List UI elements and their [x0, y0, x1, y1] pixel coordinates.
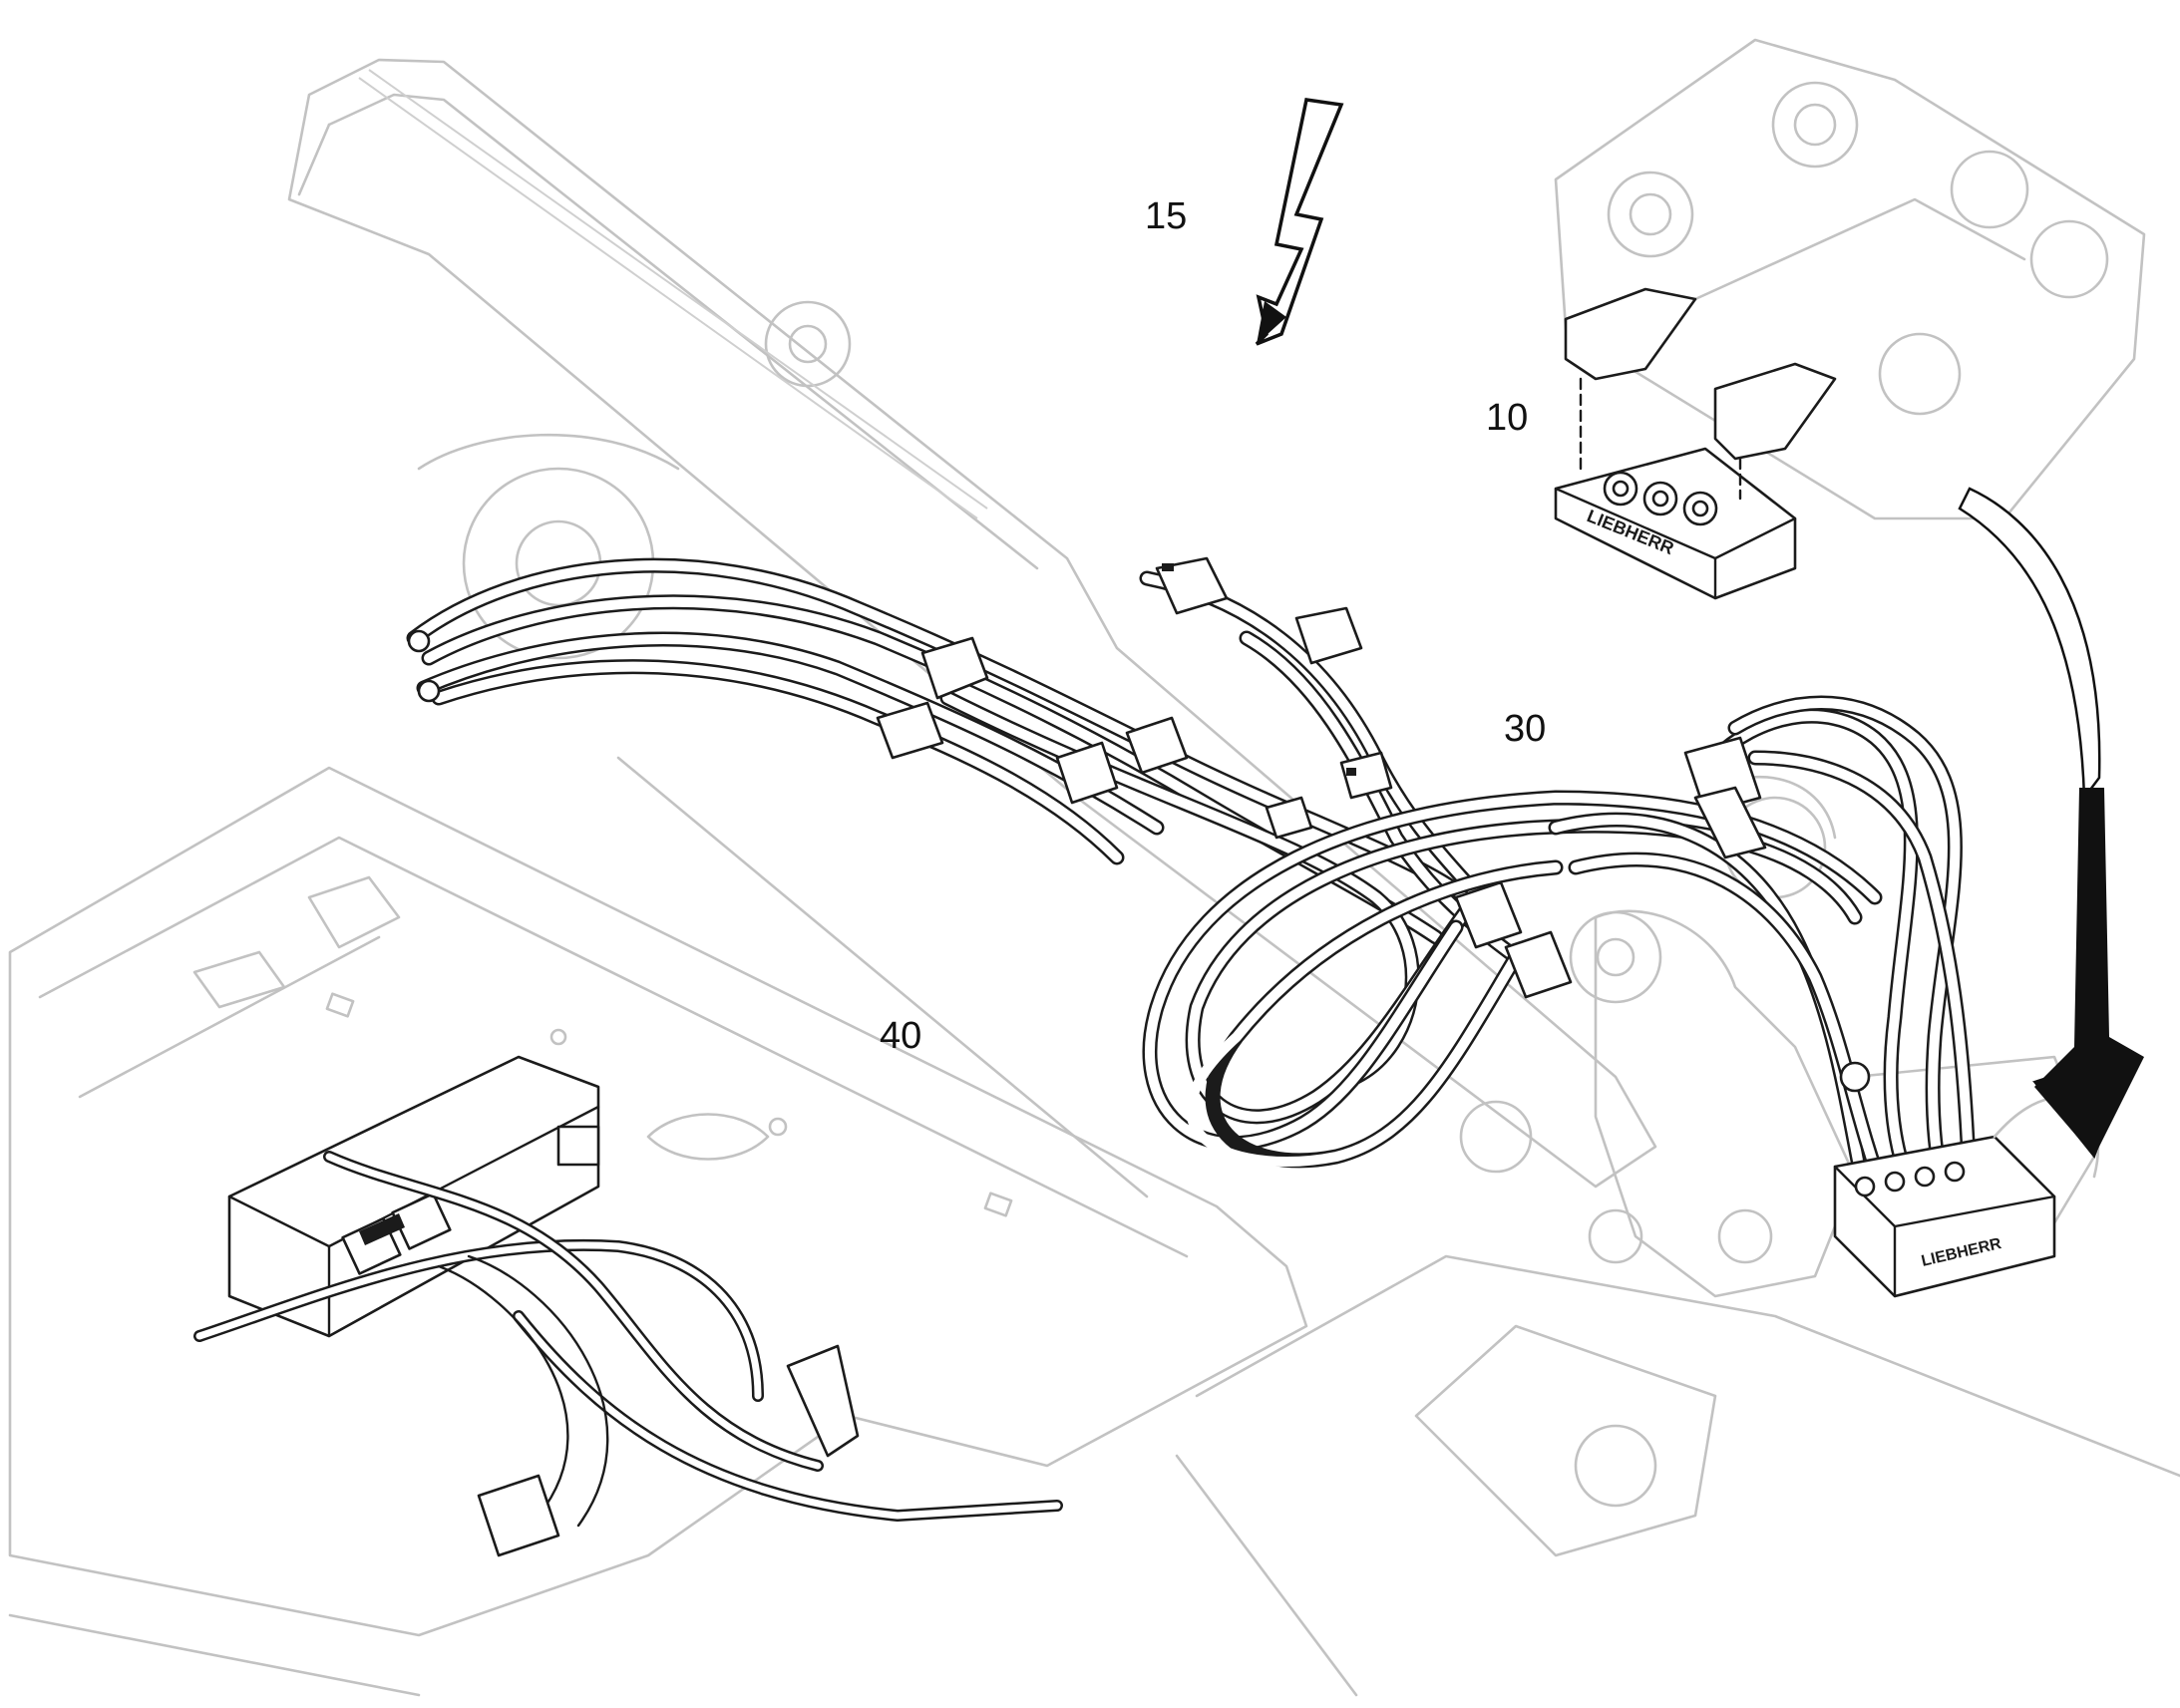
tilt-rotator-coupler: LIEBHERR — [1833, 1096, 2100, 1298]
ghosted-quick-coupler — [1554, 38, 2146, 520]
ghosted-frame — [8, 766, 2180, 1697]
coupling-plate-inset: LIEBHERR — [1554, 287, 1837, 600]
callout-30: 30 — [1504, 708, 1547, 750]
valve-block — [227, 1055, 860, 1458]
frame-details — [325, 992, 1013, 1217]
hydraulic-hose-bundle — [406, 557, 1978, 1204]
control-cables — [193, 1151, 1063, 1557]
callout-15: 15 — [1145, 195, 1188, 237]
ghosted-boom — [287, 58, 1657, 1198]
curved-arrow-icon — [1958, 487, 2144, 1160]
lightning-bolt-icon — [1255, 98, 1344, 346]
hose-clamps — [407, 556, 1871, 1093]
callout-10: 10 — [1486, 397, 1529, 439]
callout-40: 40 — [880, 1015, 922, 1057]
